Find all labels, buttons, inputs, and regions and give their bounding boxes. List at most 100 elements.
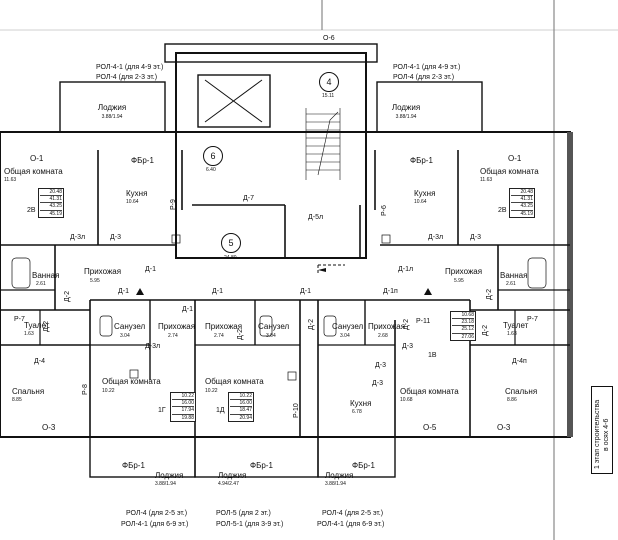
axis-marker: О-6 [323, 35, 335, 42]
door-tag: Д-1л [398, 266, 414, 273]
room-area: 2.74 [214, 333, 224, 339]
room-area: 2.68 [378, 333, 388, 339]
door-tag: Д-7 [243, 195, 254, 202]
door-tag: Д-3 [402, 343, 413, 350]
room-area: 3.88/1.94 [155, 481, 176, 487]
room-area: 6.78 [352, 409, 362, 415]
room-name: Кухня [126, 189, 148, 198]
window-tag: РОЛ-4 (для 2-5 эт.) [126, 510, 188, 517]
room-name: Лоджия [97, 103, 127, 112]
room-area: 24.80 [224, 255, 237, 261]
door-tag: Д-4п [512, 358, 527, 365]
room-name: Лоджия [325, 471, 354, 480]
window-tag: Р-10 [293, 403, 300, 418]
door-tag: Д-1 [145, 266, 156, 273]
room-name: Общая комната [205, 377, 264, 386]
window-tag: О-1 [508, 154, 522, 163]
room-area: 3.04 [120, 333, 130, 339]
room-area: 8.85 [12, 397, 22, 403]
room-number-circle: 5 [221, 233, 241, 253]
window-tag: О-3 [497, 423, 511, 432]
stamp-line: в осях 4-6 [603, 418, 610, 451]
room-name: Спальня [12, 387, 45, 396]
door-tag: Д-2 [486, 289, 493, 300]
window-tag: Р-8 [82, 384, 89, 395]
room-name: Общая комната [102, 377, 161, 386]
door-tag: Д-2 [403, 319, 410, 330]
room-name: Санузел [258, 322, 290, 331]
door-tag: Д-3 [372, 380, 383, 387]
room-area: 3.04 [266, 333, 276, 339]
window-tag: ФБр-1 [250, 461, 273, 470]
room-area: 3.88/1.94 [325, 481, 346, 487]
door-tag: Д-2 [43, 321, 50, 332]
window-tag: О-1 [30, 154, 44, 163]
room-name: Санузел [332, 322, 364, 331]
room-area: 10.68 [400, 397, 413, 403]
construction-stage-stamp: 1 этап строительства в осях 4-6 [591, 386, 613, 474]
room-area: 5.95 [90, 278, 100, 284]
room-name: Санузел [114, 322, 146, 331]
room-area: 15.11 [322, 93, 335, 99]
apartment-id: 2В [498, 207, 507, 214]
room-name: Общая комната [480, 167, 539, 176]
room-name: Спальня [505, 387, 538, 396]
room-area: 4.94/2.47 [218, 481, 239, 487]
room-area: 11.63 [4, 177, 17, 183]
window-tag: Р-6 [381, 205, 388, 216]
room-area: 1.63 [24, 331, 34, 337]
room-area: 6.40 [206, 167, 216, 173]
window-tag: ФБр-1 [131, 156, 154, 165]
stamp-line: 1 этап строительства [594, 399, 601, 469]
room-number-circle: 4 [319, 72, 339, 92]
room-area: 10.22 [205, 388, 218, 394]
window-tag: РОЛ-4-1 (для 4-9 эт.) [393, 64, 461, 71]
room-name: Прихожая [445, 267, 483, 276]
room-area: 3.04 [340, 333, 350, 339]
window-tag: Р-11 [416, 318, 431, 325]
door-tag: Д-1п [383, 288, 398, 295]
door-tag: Д-3 [375, 362, 386, 369]
room-area: 2.74 [168, 333, 178, 339]
apartment-id: 2В [27, 207, 36, 214]
room-name: Прихожая [205, 322, 243, 331]
door-tag: Д-2 [237, 329, 244, 340]
room-name: Туалет [503, 321, 529, 330]
room-area: 2.61 [506, 281, 516, 287]
room-name: Прихожая [84, 267, 122, 276]
room-name: Кухня [414, 189, 436, 198]
apartment-id: 1Г [158, 407, 166, 414]
door-tag: Д-2 [308, 319, 315, 330]
window-tag: О-3 [42, 423, 56, 432]
door-tag: Д-3 [470, 234, 481, 241]
apartment-id: 1Д [216, 407, 225, 414]
door-tag: Д-4 [34, 358, 45, 365]
window-tag: ФБр-1 [122, 461, 145, 470]
door-tag: Д-1 [182, 306, 193, 313]
door-tag: Д-3л [70, 234, 86, 241]
window-tag: Р-7 [527, 316, 538, 323]
door-tag: Д-5л [308, 214, 324, 221]
room-area: 11.63 [480, 177, 493, 183]
window-tag: РОЛ-5-1 (для 3-9 эт.) [216, 521, 284, 528]
window-tag: РОЛ-4-1 (для 4-9 эт.) [96, 64, 164, 71]
room-area: 5.95 [454, 278, 464, 284]
room-area: 3.88/1.94 [395, 114, 417, 120]
room-number-circle: 6 [203, 146, 223, 166]
room-name: Лоджия [155, 471, 184, 480]
window-tag: РОЛ-5 (для 2 эт.) [216, 510, 271, 517]
room-area: 10.64 [414, 199, 427, 205]
window-tag: РОЛ-4 (для 2-3 эт.) [96, 74, 158, 81]
door-tag: Д-3 [110, 234, 121, 241]
apartment-id: 1В [428, 352, 437, 359]
door-tag: Д-1 [212, 288, 223, 295]
room-name: Ванная [32, 271, 60, 280]
door-tag: Д-3л [145, 343, 161, 350]
door-tag: Д-1 [300, 288, 311, 295]
room-area: 3.88/1.94 [101, 114, 123, 120]
